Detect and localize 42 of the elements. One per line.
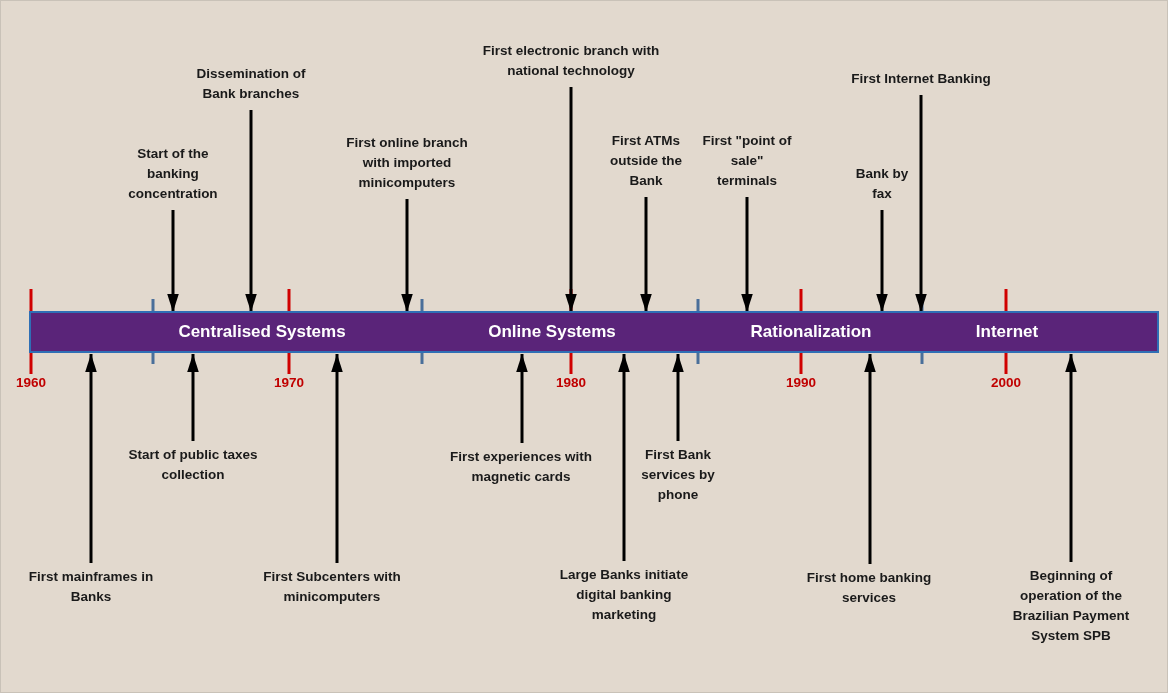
arrow [167,210,179,312]
arrow [516,354,528,443]
year-label: 1990 [786,375,816,390]
arrow [864,354,876,564]
era-label: Internet [975,322,1039,342]
year-label: 2000 [991,375,1021,390]
year-label: 1970 [274,375,304,390]
arrow [331,354,343,563]
year-label: 1980 [556,375,586,390]
event-label: Large Banks initiate digital banking marketing [549,565,699,625]
era-label: Online Systems [488,322,616,342]
event-label: Start of the banking concentration [113,144,233,204]
event-label: First mainframes in Banks [16,567,166,607]
event-label: First home banking services [794,568,944,608]
arrow [876,210,888,312]
event-label: Dissemination of Bank branches [181,64,321,104]
era-label: Centralised Systems [178,322,346,342]
event-label: First ATMs outside the Bank [596,131,696,191]
event-label: First Subcenters with minicomputers [247,567,417,607]
event-label: First Bank services by phone [633,445,723,505]
arrow [565,87,577,312]
arrow [187,354,199,441]
year-label: 1960 [16,375,46,390]
arrow [401,199,413,312]
arrow [245,110,257,312]
arrow [915,95,927,312]
event-label: Beginning of operation of the Brazilian Payment System SPB [1003,566,1139,646]
event-label: First experiences with magnetic cards [436,447,606,487]
event-label: First online branch with imported minicomputers [332,133,482,193]
arrow [672,354,684,441]
event-label: Start of public taxes collection [113,445,273,485]
era-label: Rationalization [750,322,872,342]
arrow [741,197,753,312]
event-label: Bank by fax [847,164,917,204]
event-label: First "point of sale" terminals [702,131,792,191]
timeline-bar [29,311,1159,353]
arrow [618,354,630,561]
arrow [1065,354,1077,562]
event-label: First electronic branch with national technology [471,41,671,81]
arrow [85,354,97,563]
event-label: First Internet Banking [836,69,1006,89]
arrow [640,197,652,312]
